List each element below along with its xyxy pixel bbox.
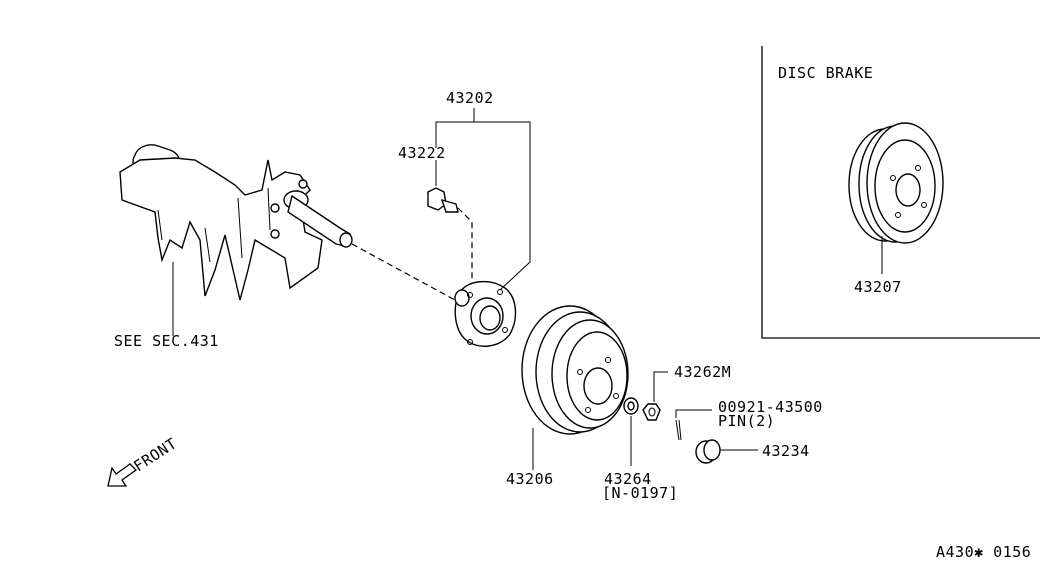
hub-assembly-part-number: 43202 [446, 89, 494, 107]
brake-drum-illustration [521, 305, 629, 435]
bolt-axis-line [457, 207, 473, 282]
disc-brake-inset-border [761, 46, 1040, 339]
cap-part-number: 43234 [762, 442, 810, 460]
pin-leader [675, 409, 712, 418]
hub-bolt-part-number: 43222 [398, 144, 446, 162]
washer-illustration [623, 397, 639, 415]
nut-part-number: 43262M [674, 363, 731, 381]
pin-part-number: 00921-43500 [718, 398, 823, 416]
diagram-code: A430✱ 0156 [936, 543, 1031, 561]
hub-assembly-illustration [454, 281, 517, 347]
pin-quantity: PIN(2) [718, 412, 775, 430]
washer-note: [N-0197] [602, 484, 678, 502]
see-section-label: SEE SEC.431 [114, 332, 219, 350]
front-label: FRONT [130, 434, 180, 475]
disc-brake-title: DISC BRAKE [778, 64, 873, 82]
washer-part-number: 43264 [604, 470, 652, 488]
cotter-pin-illustration [675, 419, 682, 441]
grease-cap-illustration [695, 439, 721, 464]
spindle-axis-line [351, 243, 456, 301]
hub-bolt-illustration [427, 187, 459, 213]
disc-rotor-illustration [848, 122, 944, 244]
disc-rotor-part-number: 43207 [854, 278, 902, 296]
hub-assembly-bracket [435, 121, 531, 291]
nut-illustration [642, 403, 661, 421]
drum-part-number: 43206 [506, 470, 554, 488]
knuckle-spindle-illustration [119, 144, 353, 301]
front-arrow-icon [107, 463, 138, 487]
nut-leader [653, 371, 668, 402]
